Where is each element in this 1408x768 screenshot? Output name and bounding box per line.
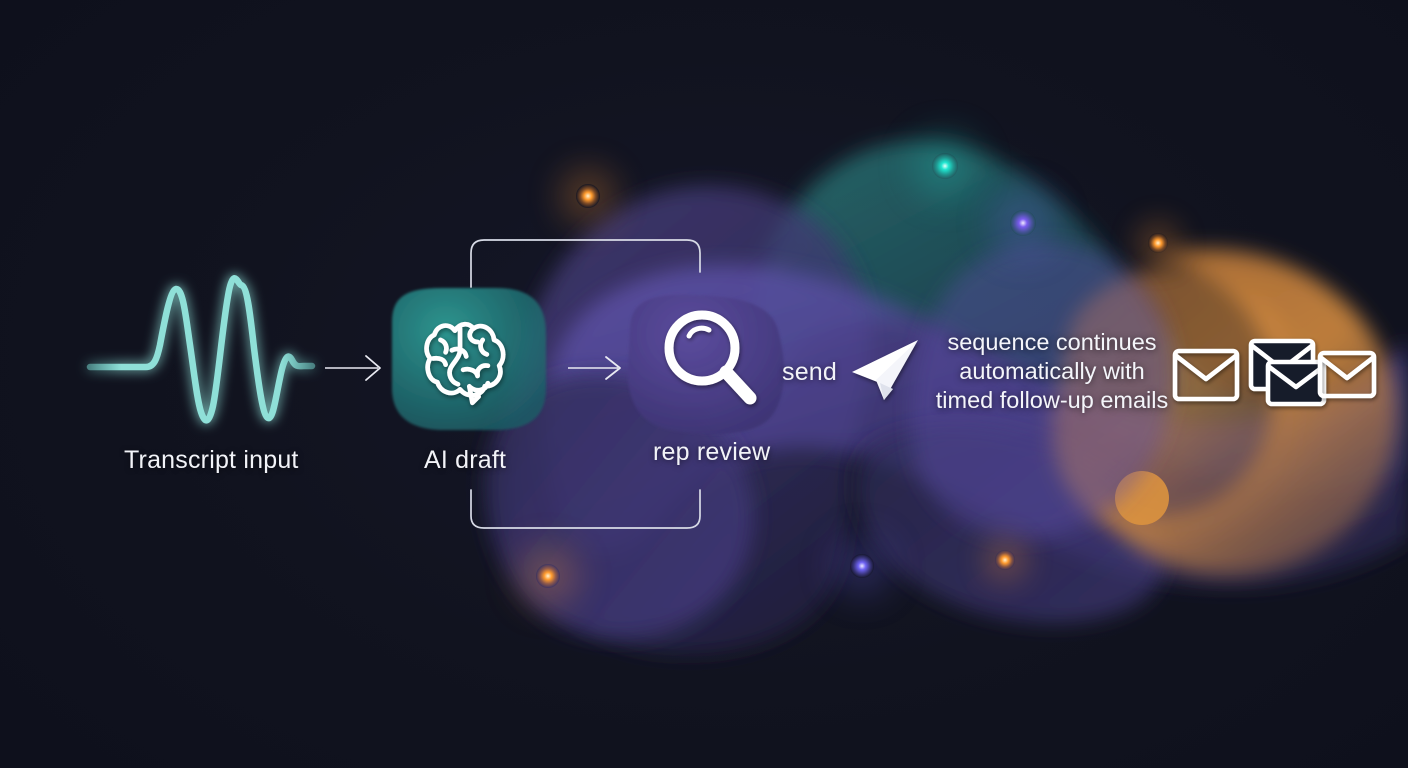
arrow-transcript-to-aidraft bbox=[325, 355, 381, 381]
glow-orange-2 bbox=[1148, 233, 1168, 253]
envelope-icon-1 bbox=[1172, 348, 1240, 402]
label-rep-review: rep review bbox=[653, 438, 771, 466]
glow-orange-3 bbox=[536, 564, 560, 588]
ai-draft-tile bbox=[392, 288, 546, 430]
paper-plane-icon bbox=[852, 340, 918, 400]
arrow-aidraft-to-repreview bbox=[568, 356, 621, 380]
glow-purple-1 bbox=[1010, 210, 1036, 236]
waveform-icon bbox=[86, 275, 316, 424]
blob-purple-main bbox=[506, 185, 871, 654]
envelope-icon-2-stacked bbox=[1248, 338, 1327, 407]
bracket-top bbox=[470, 239, 701, 288]
glow-orange-1 bbox=[576, 184, 600, 208]
bracket-bottom bbox=[470, 489, 701, 529]
envelope-icon-3 bbox=[1317, 350, 1377, 399]
glow-orange-4 bbox=[995, 550, 1015, 570]
label-transcript-input: Transcript input bbox=[124, 446, 299, 474]
blob-purple-lower-right bbox=[855, 426, 1165, 624]
blob-purple-band bbox=[543, 265, 1408, 587]
brain-icon bbox=[424, 321, 506, 406]
blob-teal bbox=[745, 141, 1408, 489]
label-sequence-description: sequence continues automatically with ti… bbox=[935, 329, 1169, 413]
blob-purple-lower-left bbox=[484, 373, 754, 638]
orange-circle bbox=[1115, 471, 1169, 525]
glow-purple-2 bbox=[850, 554, 874, 578]
label-ai-draft: AI draft bbox=[424, 446, 507, 474]
magnifier-icon bbox=[664, 310, 757, 405]
glow-teal-1 bbox=[932, 153, 958, 179]
rep-review-tile bbox=[627, 294, 785, 435]
label-send: send bbox=[782, 358, 838, 386]
